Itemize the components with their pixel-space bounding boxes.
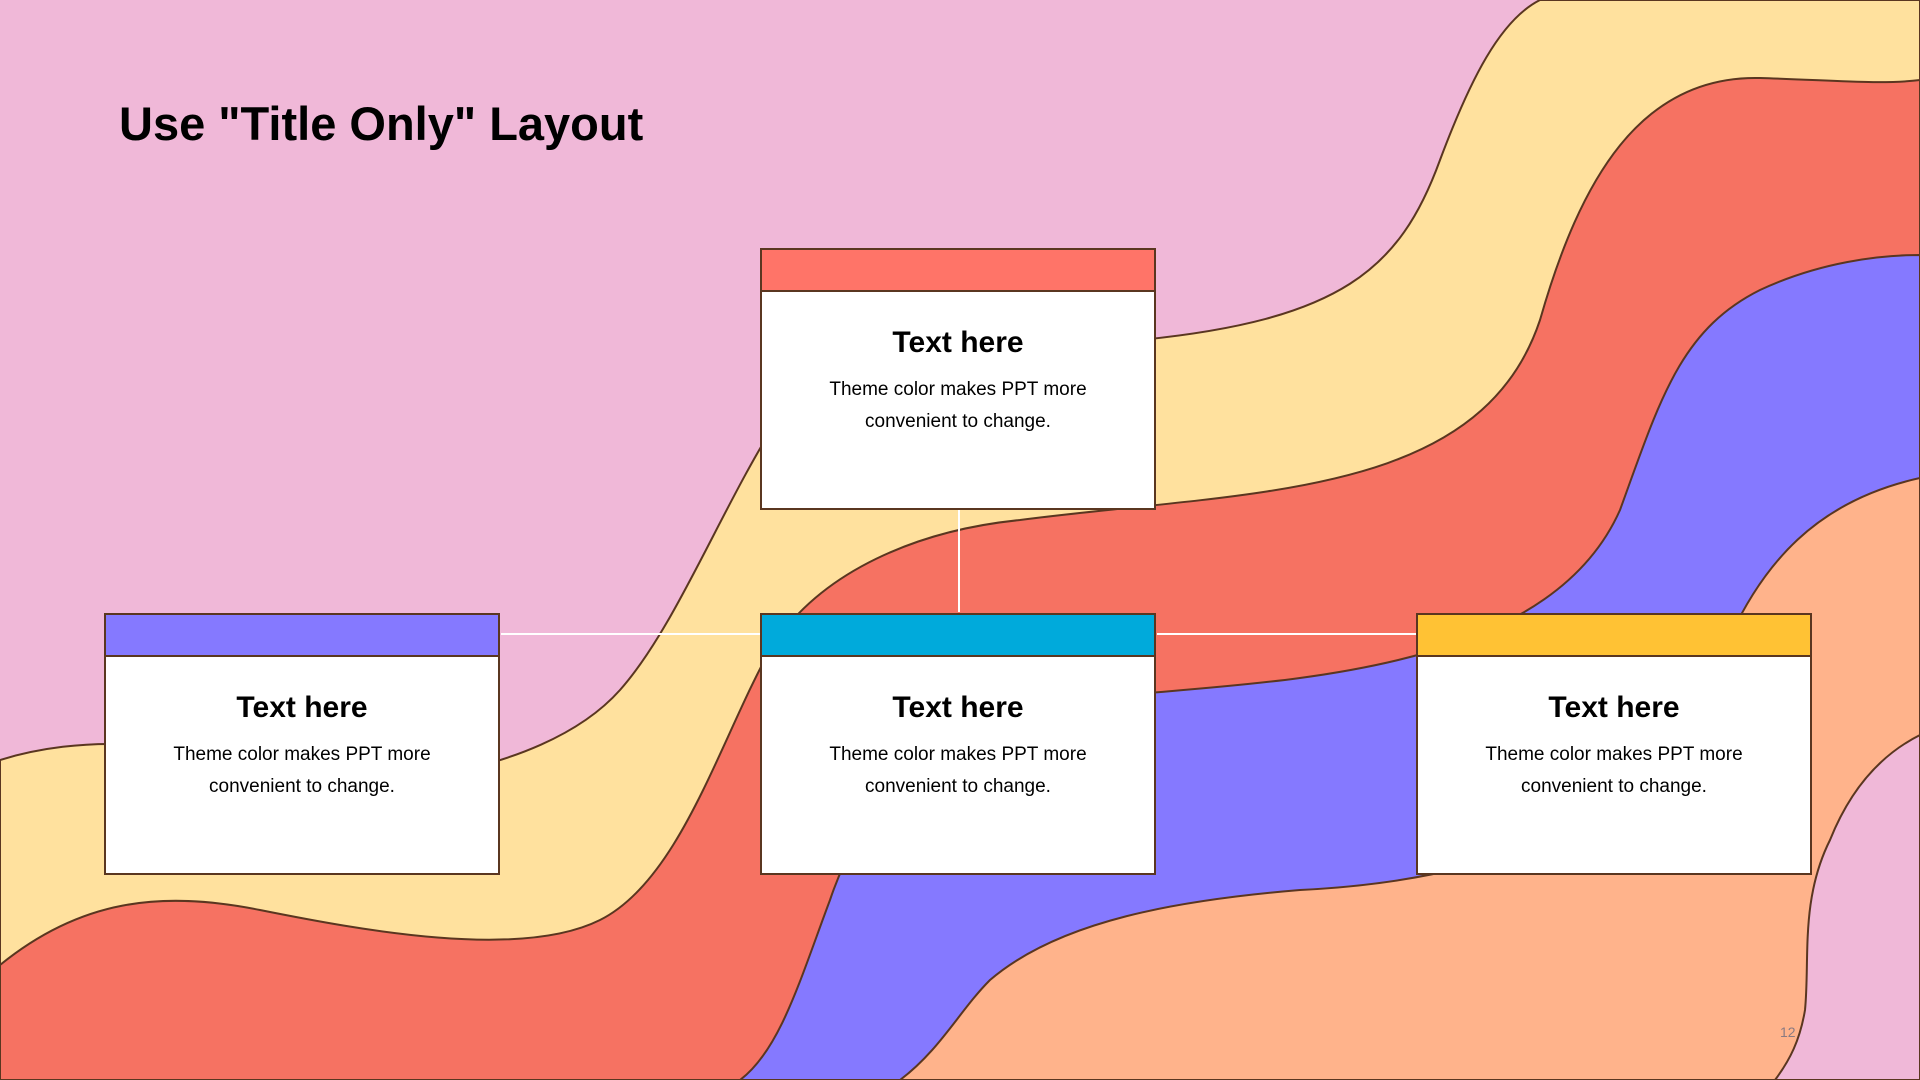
card-description: Theme color makes PPT more convenient to… — [152, 739, 452, 803]
card-header — [106, 615, 498, 657]
card-description-line: Theme color makes PPT more — [1464, 739, 1764, 771]
connector-right — [1157, 633, 1417, 635]
page-number: 12 — [1780, 1024, 1796, 1040]
card-description-line: convenient to change. — [808, 771, 1108, 803]
card-description-line: Theme color makes PPT more — [808, 739, 1108, 771]
card-title: Text here — [106, 691, 498, 725]
card-description: Theme color makes PPT more convenient to… — [808, 739, 1108, 803]
card-description-line: convenient to change. — [808, 406, 1108, 438]
card-title: Text here — [762, 326, 1154, 360]
card-description-line: Theme color makes PPT more — [808, 374, 1108, 406]
connector-left — [501, 633, 761, 635]
card-title: Text here — [1418, 691, 1810, 725]
card-header — [762, 615, 1154, 657]
card-top: Text here Theme color makes PPT more con… — [760, 248, 1156, 510]
card-right: Text here Theme color makes PPT more con… — [1416, 613, 1812, 875]
connector-vertical — [958, 510, 960, 612]
card-description: Theme color makes PPT more convenient to… — [1464, 739, 1764, 803]
card-left: Text here Theme color makes PPT more con… — [104, 613, 500, 875]
card-description-line: Theme color makes PPT more — [152, 739, 452, 771]
card-title: Text here — [762, 691, 1154, 725]
card-description-line: convenient to change. — [1464, 771, 1764, 803]
slide-title: Use "Title Only" Layout — [119, 96, 643, 151]
card-center: Text here Theme color makes PPT more con… — [760, 613, 1156, 875]
card-header — [1418, 615, 1810, 657]
card-description-line: convenient to change. — [152, 771, 452, 803]
card-description: Theme color makes PPT more convenient to… — [808, 374, 1108, 438]
card-header — [762, 250, 1154, 292]
